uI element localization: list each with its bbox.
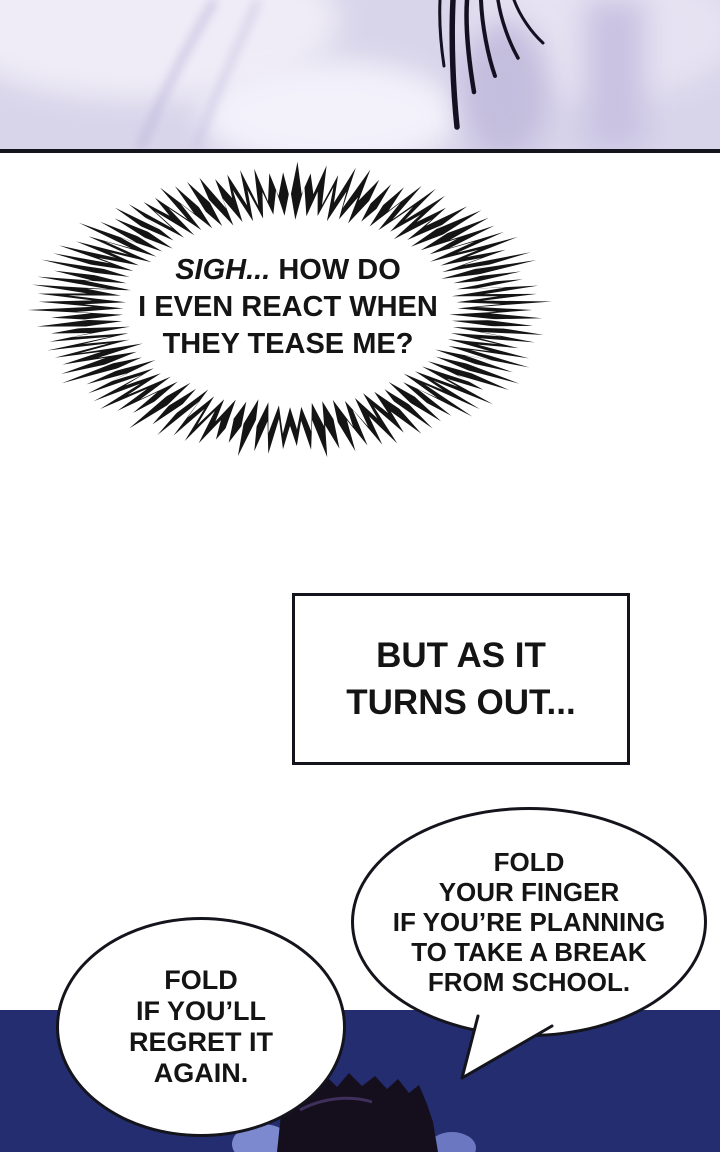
speech-left-line-1: FOLD [164,965,238,995]
speech-tail-icon [460,1014,554,1080]
fabric-art [0,0,720,149]
speech-bubble-left: FOLD IF YOU’LL REGRET IT AGAIN. [56,917,346,1137]
thought-line-3: THEY TEASE ME? [162,328,414,360]
thought-line-1-rest: HOW DO [270,254,401,286]
speech-left-line-3: REGRET IT [128,1027,273,1057]
caption-box: BUT AS IT TURNS OUT... [292,593,630,765]
speech-left-line-4: AGAIN. [153,1058,249,1088]
thought-burst-icon [27,161,553,458]
hair-strands-icon [438,0,545,130]
speech-right-line-5: FROM SCHOOL. [427,967,631,997]
character-hair-icon [277,1073,438,1152]
thought-bubble-text: SIGH... HOW DO I EVEN REACT WHEN THEY TE… [88,252,488,363]
speech-right-line-1: FOLD [493,847,565,877]
thought-line-1: SIGH... HOW DO [88,252,488,289]
speech-right-line-3: IF YOU’RE PLANNING [392,907,666,937]
thought-line-1-italic: SIGH... [175,254,271,286]
speech-left-line-2: IF YOU’LL [135,996,266,1026]
speech-right-line-2: YOUR FINGER [438,877,620,907]
speech-bubble-right: FOLD YOUR FINGER IF YOU’RE PLANNING TO T… [351,807,707,1037]
speech-right-line-4: TO TAKE A BREAK [411,937,647,967]
caption-line-1: BUT AS IT [376,636,546,675]
panel-top-art [0,0,720,153]
thought-line-2: I EVEN REACT WHEN [138,291,438,323]
caption-line-2: TURNS OUT... [346,683,576,722]
